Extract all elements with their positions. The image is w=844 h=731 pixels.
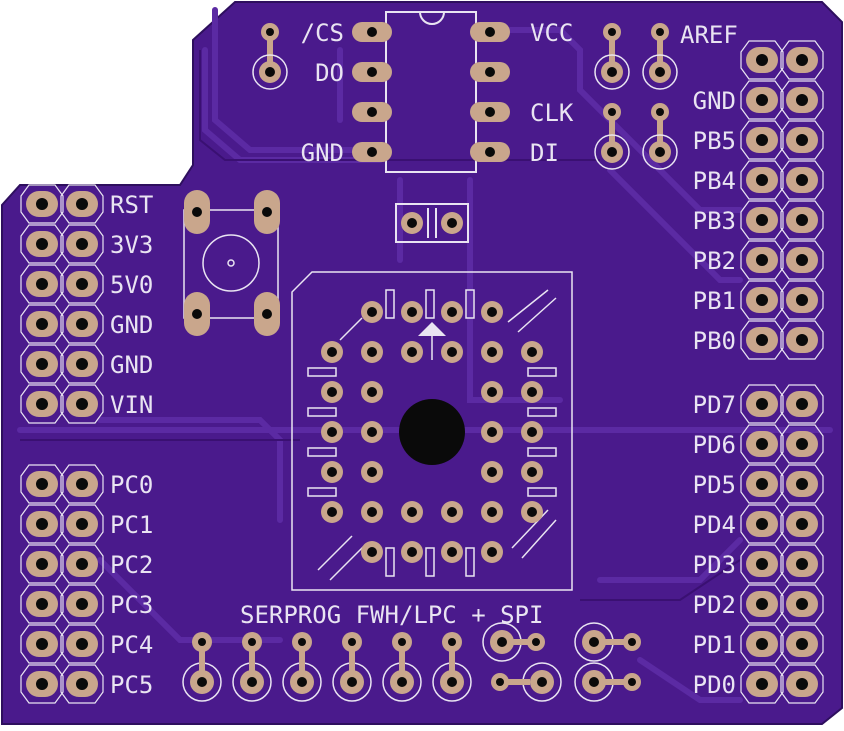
right-portd-header-pin-0: PD7 — [693, 384, 824, 424]
left-analog-header-pin-3: PC3 — [20, 584, 153, 624]
right-portd-header-pin-6: PD1 — [693, 624, 824, 664]
right-portd-header-label-4: PD3 — [693, 551, 736, 579]
board-title: SERPROG FWH/LPC + SPI — [240, 601, 543, 629]
aref-jumper — [642, 23, 678, 90]
right-portb-header-label-0: GND — [693, 87, 736, 115]
serprog-jumper-row — [182, 622, 641, 702]
right-portd-header-label-1: PD6 — [693, 431, 736, 459]
left-analog-header-label-3: PC3 — [110, 591, 153, 619]
left-analog-header-label-5: PC5 — [110, 671, 153, 699]
spi-pin-label-di: DI — [530, 139, 559, 167]
right-portb-header-label-3: PB3 — [693, 207, 736, 235]
right-portd-header-label-2: PD5 — [693, 471, 736, 499]
left-power-header-pin-1: 3V3 — [20, 224, 153, 264]
left-analog-header-label-4: PC4 — [110, 631, 153, 659]
left-analog-header-label-0: PC0 — [110, 471, 153, 499]
right-portd-header-pin-7: PD0 — [693, 664, 824, 704]
di-jumper — [642, 103, 678, 170]
left-analog-header-pin-5: PC5 — [20, 664, 153, 704]
right-portd-header-pin-5: PD2 — [693, 584, 824, 624]
right-portb-header-label-2: PB4 — [693, 167, 736, 195]
right-portb-header-pin-3: PB3 — [693, 200, 824, 240]
tactile-switch-icon — [183, 190, 280, 336]
left-analog-header-pin-2: PC2 — [20, 544, 153, 584]
cs-test-point — [252, 23, 288, 90]
right-portb-header-label-1: PB5 — [693, 127, 736, 155]
right-header-top-pin — [740, 40, 824, 80]
spi-flash-chip — [385, 11, 477, 173]
right-portb-header-pin-4: PB2 — [693, 240, 824, 280]
right-portb-header-label-5: PB1 — [693, 287, 736, 315]
left-analog-header-label-2: PC2 — [110, 551, 153, 579]
right-portd-header-label-0: PD7 — [693, 391, 736, 419]
aref-label: AREF — [680, 21, 738, 49]
spi-pin-label-gnd: GND — [301, 139, 344, 167]
left-analog-header-pin-1: PC1 — [20, 504, 153, 544]
right-portd-header-label-7: PD0 — [693, 671, 736, 699]
right-portb-header-pin-0: GND — [693, 80, 824, 120]
left-power-header-label-5: VIN — [110, 391, 153, 419]
right-portb-header-pin-1: PB5 — [693, 120, 824, 160]
left-power-header-pin-5: VIN — [20, 384, 153, 424]
spi-pin-label-clk: CLK — [530, 99, 574, 127]
right-portd-header-pin-1: PD6 — [693, 424, 824, 464]
left-power-header-pin-4: GND — [20, 344, 153, 384]
vcc-jumper — [594, 23, 630, 90]
spi-pin-label-cs: /CS — [301, 19, 344, 47]
right-portd-header-pin-2: PD5 — [693, 464, 824, 504]
left-power-header-pin-0: RST — [20, 184, 153, 224]
spi-pin-label-do: DO — [315, 59, 344, 87]
left-power-header-label-4: GND — [110, 351, 153, 379]
right-portb-header-pin-2: PB4 — [693, 160, 824, 200]
right-portd-header-label-5: PD2 — [693, 591, 736, 619]
plcc32-socket-icon — [291, 271, 573, 591]
left-power-header-label-2: 5V0 — [110, 271, 153, 299]
left-analog-header-pin-0: PC0 — [20, 464, 153, 504]
left-power-header-label-0: RST — [110, 191, 153, 219]
ground-plane-edge — [20, 50, 741, 601]
right-portb-header-label-6: PB0 — [693, 327, 736, 355]
clk-jumper — [594, 103, 630, 170]
left-power-header-label-3: GND — [110, 311, 153, 339]
left-analog-header-pin-4: PC4 — [20, 624, 153, 664]
left-power-header-pin-2: 5V0 — [20, 264, 153, 304]
right-portd-header-pin-4: PD3 — [693, 544, 824, 584]
right-portb-header-label-4: PB2 — [693, 247, 736, 275]
left-analog-header-label-1: PC1 — [110, 511, 153, 539]
right-portd-header-label-6: PD1 — [693, 631, 736, 659]
left-power-header-label-1: 3V3 — [110, 231, 153, 259]
right-portb-header-pin-5: PB1 — [693, 280, 824, 320]
left-power-header-pin-3: GND — [20, 304, 153, 344]
right-portb-header-pin-6: PB0 — [693, 320, 824, 360]
spi-chip-right-pads — [470, 22, 510, 162]
pin-headers: RST3V35V0GNDGNDVINPC0PC1PC2PC3PC4PC5GNDP… — [20, 40, 824, 704]
spi-pin-label-vcc: VCC — [530, 19, 573, 47]
capacitor-icon — [395, 203, 469, 243]
right-portd-header-label-3: PD4 — [693, 511, 736, 539]
right-portd-header-pin-3: PD4 — [693, 504, 824, 544]
spi-chip-left-pads — [352, 22, 392, 162]
